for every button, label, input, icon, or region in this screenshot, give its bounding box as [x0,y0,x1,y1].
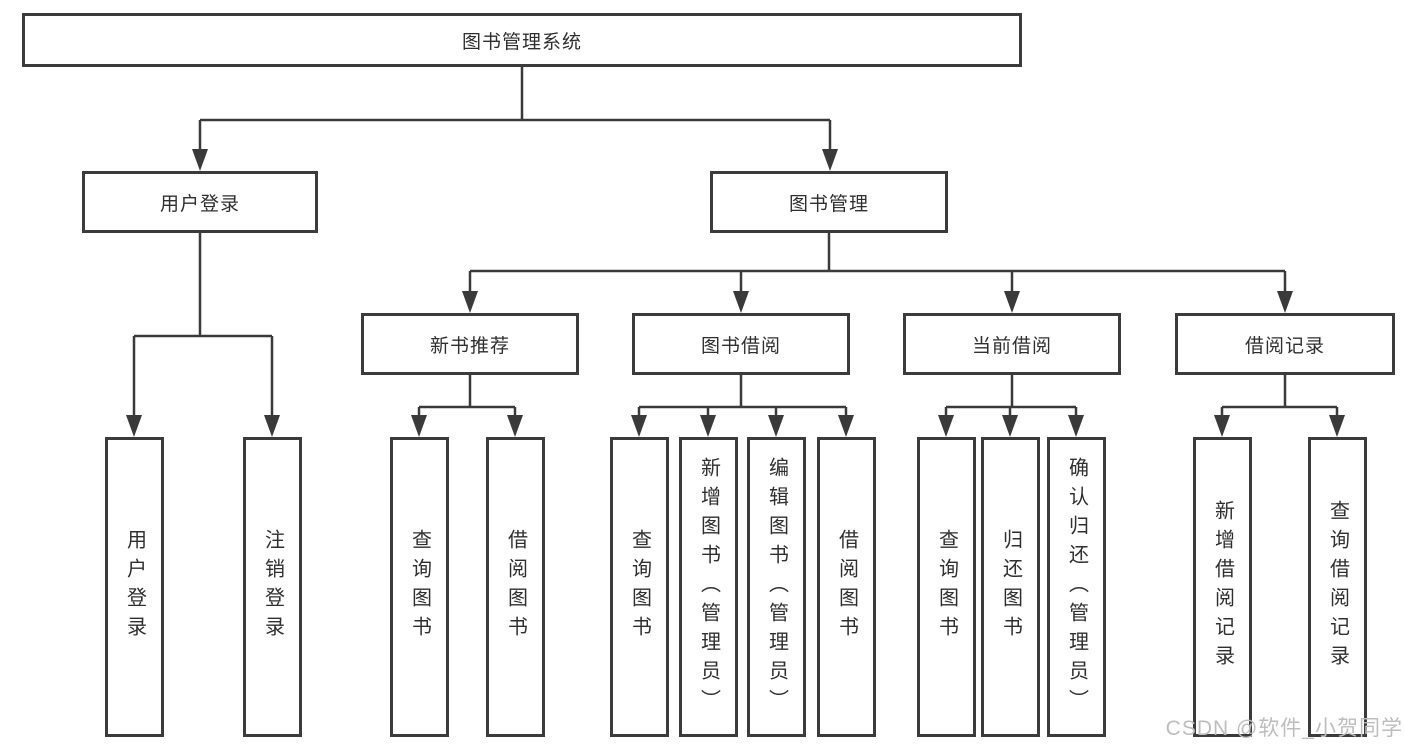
leaf-return-books: 归还图书 [981,437,1040,737]
node-borrow-records: 借阅记录 [1175,313,1395,375]
leaf-borrow-books-recommend: 借阅图书 [486,437,545,737]
leaf-logout-label: 注销登录 [261,529,284,645]
leaf-add-borrow-record-label: 新增借阅记录 [1211,500,1234,674]
leaf-confirm-return-admin: 确认归还（管理员） [1047,437,1106,737]
node-book-borrow: 图书借阅 [632,313,850,375]
leaf-edit-books-admin-label: 编辑图书（管理员） [765,456,788,718]
watermark: CSDN @软件_小贺同学 [1165,717,1403,740]
node-new-book-recommend: 新书推荐 [361,313,579,375]
leaf-user-login-label: 用户登录 [123,529,146,645]
leaf-user-login: 用户登录 [105,437,164,737]
leaf-confirm-return-admin-label: 确认归还（管理员） [1065,456,1088,718]
leaf-query-books-recommend: 查询图书 [390,437,449,737]
leaf-add-borrow-record: 新增借阅记录 [1193,437,1252,737]
node-borrow-records-label: 借阅记录 [1244,335,1325,357]
leaf-borrow-books-borrow-label: 借阅图书 [835,529,858,645]
node-current-borrow: 当前借阅 [903,313,1121,375]
leaf-query-books-recommend-label: 查询图书 [408,529,431,645]
leaf-return-books-label: 归还图书 [999,529,1022,645]
node-root-label: 图书管理系统 [461,31,582,53]
arrowheads [126,149,1345,437]
leaf-borrow-books-recommend-label: 借阅图书 [504,529,527,645]
leaf-query-books-borrow: 查询图书 [610,437,669,737]
leaf-add-books-admin: 新增图书（管理员） [679,437,738,737]
leaf-query-books-borrow-label: 查询图书 [628,529,651,645]
leaf-query-books-current: 查询图书 [917,437,976,737]
node-root: 图书管理系统 [22,13,1022,67]
leaf-logout: 注销登录 [243,437,302,737]
leaf-query-borrow-record: 查询借阅记录 [1308,437,1367,737]
node-current-borrow-label: 当前借阅 [971,335,1052,357]
node-book-management: 图书管理 [710,171,948,233]
node-user-login-label: 用户登录 [159,193,240,215]
node-book-borrow-label: 图书借阅 [700,335,781,357]
node-user-login: 用户登录 [82,171,318,233]
node-book-management-label: 图书管理 [788,193,869,215]
leaf-query-borrow-record-label: 查询借阅记录 [1326,500,1349,674]
leaf-query-books-current-label: 查询图书 [935,529,958,645]
leaf-edit-books-admin: 编辑图书（管理员） [747,437,806,737]
leaf-borrow-books-borrow: 借阅图书 [817,437,876,737]
leaf-add-books-admin-label: 新增图书（管理员） [697,456,720,718]
node-new-book-recommend-label: 新书推荐 [429,335,510,357]
